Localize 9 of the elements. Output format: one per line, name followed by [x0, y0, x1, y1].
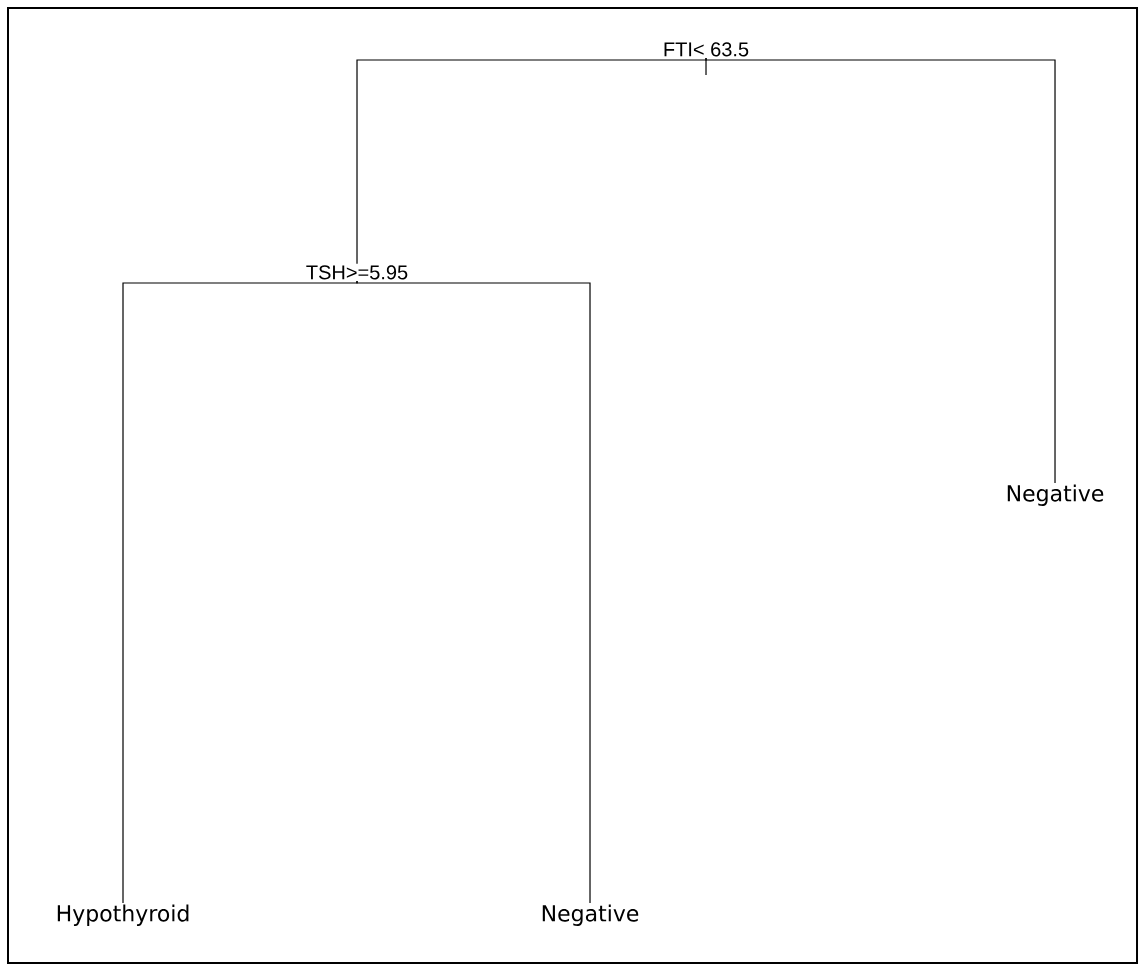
leaf-label: Negative: [1007, 484, 1104, 506]
tree-branch: [122, 280, 358, 904]
tree-branch: [356, 280, 591, 904]
leaf-label: Negative: [542, 904, 639, 926]
split-label: FTI< 63.5: [664, 42, 749, 57]
split-label: TSH>=5.95: [306, 265, 408, 280]
leaf-label: Hypothyroid: [57, 904, 189, 926]
tree-branch: [705, 57, 1056, 484]
tree-branch: [356, 57, 707, 265]
